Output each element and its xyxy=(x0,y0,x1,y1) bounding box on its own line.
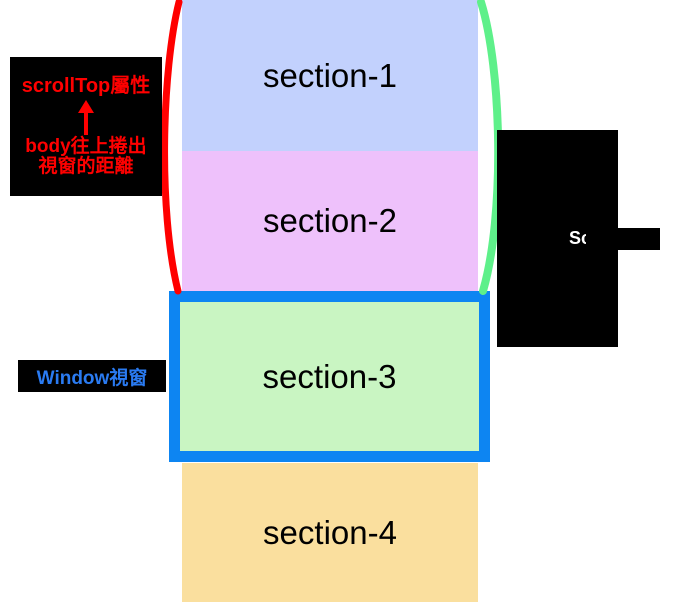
scrolltop-body-line-2: 視窗的距離 xyxy=(38,156,134,177)
scrollheight-occluder-bar xyxy=(586,228,660,250)
scrollheight-label: Sc xyxy=(569,228,592,248)
window-viewport-annotation: Window視窗 xyxy=(18,360,166,392)
arrow-up-icon xyxy=(78,100,94,136)
window-viewport-label: Window視窗 xyxy=(36,367,148,389)
section-1-label: section-1 xyxy=(263,56,397,94)
section-4-block: section-4 xyxy=(182,463,478,602)
window-viewport-frame: section-3 xyxy=(169,291,490,462)
section-3-label: section-3 xyxy=(262,357,397,395)
section-4-label: section-4 xyxy=(263,513,397,551)
scrolltop-heading: scrollTop屬性 xyxy=(21,75,151,98)
section-1-block: section-1 xyxy=(182,0,478,151)
scrolltop-body-line-1: body往上捲出 xyxy=(25,136,147,158)
scrolltop-annotation: scrollTop屬性 body往上捲出 視窗的距離 xyxy=(10,57,162,196)
section-2-label: section-2 xyxy=(263,202,397,239)
section-2-block: section-2 xyxy=(182,151,478,291)
